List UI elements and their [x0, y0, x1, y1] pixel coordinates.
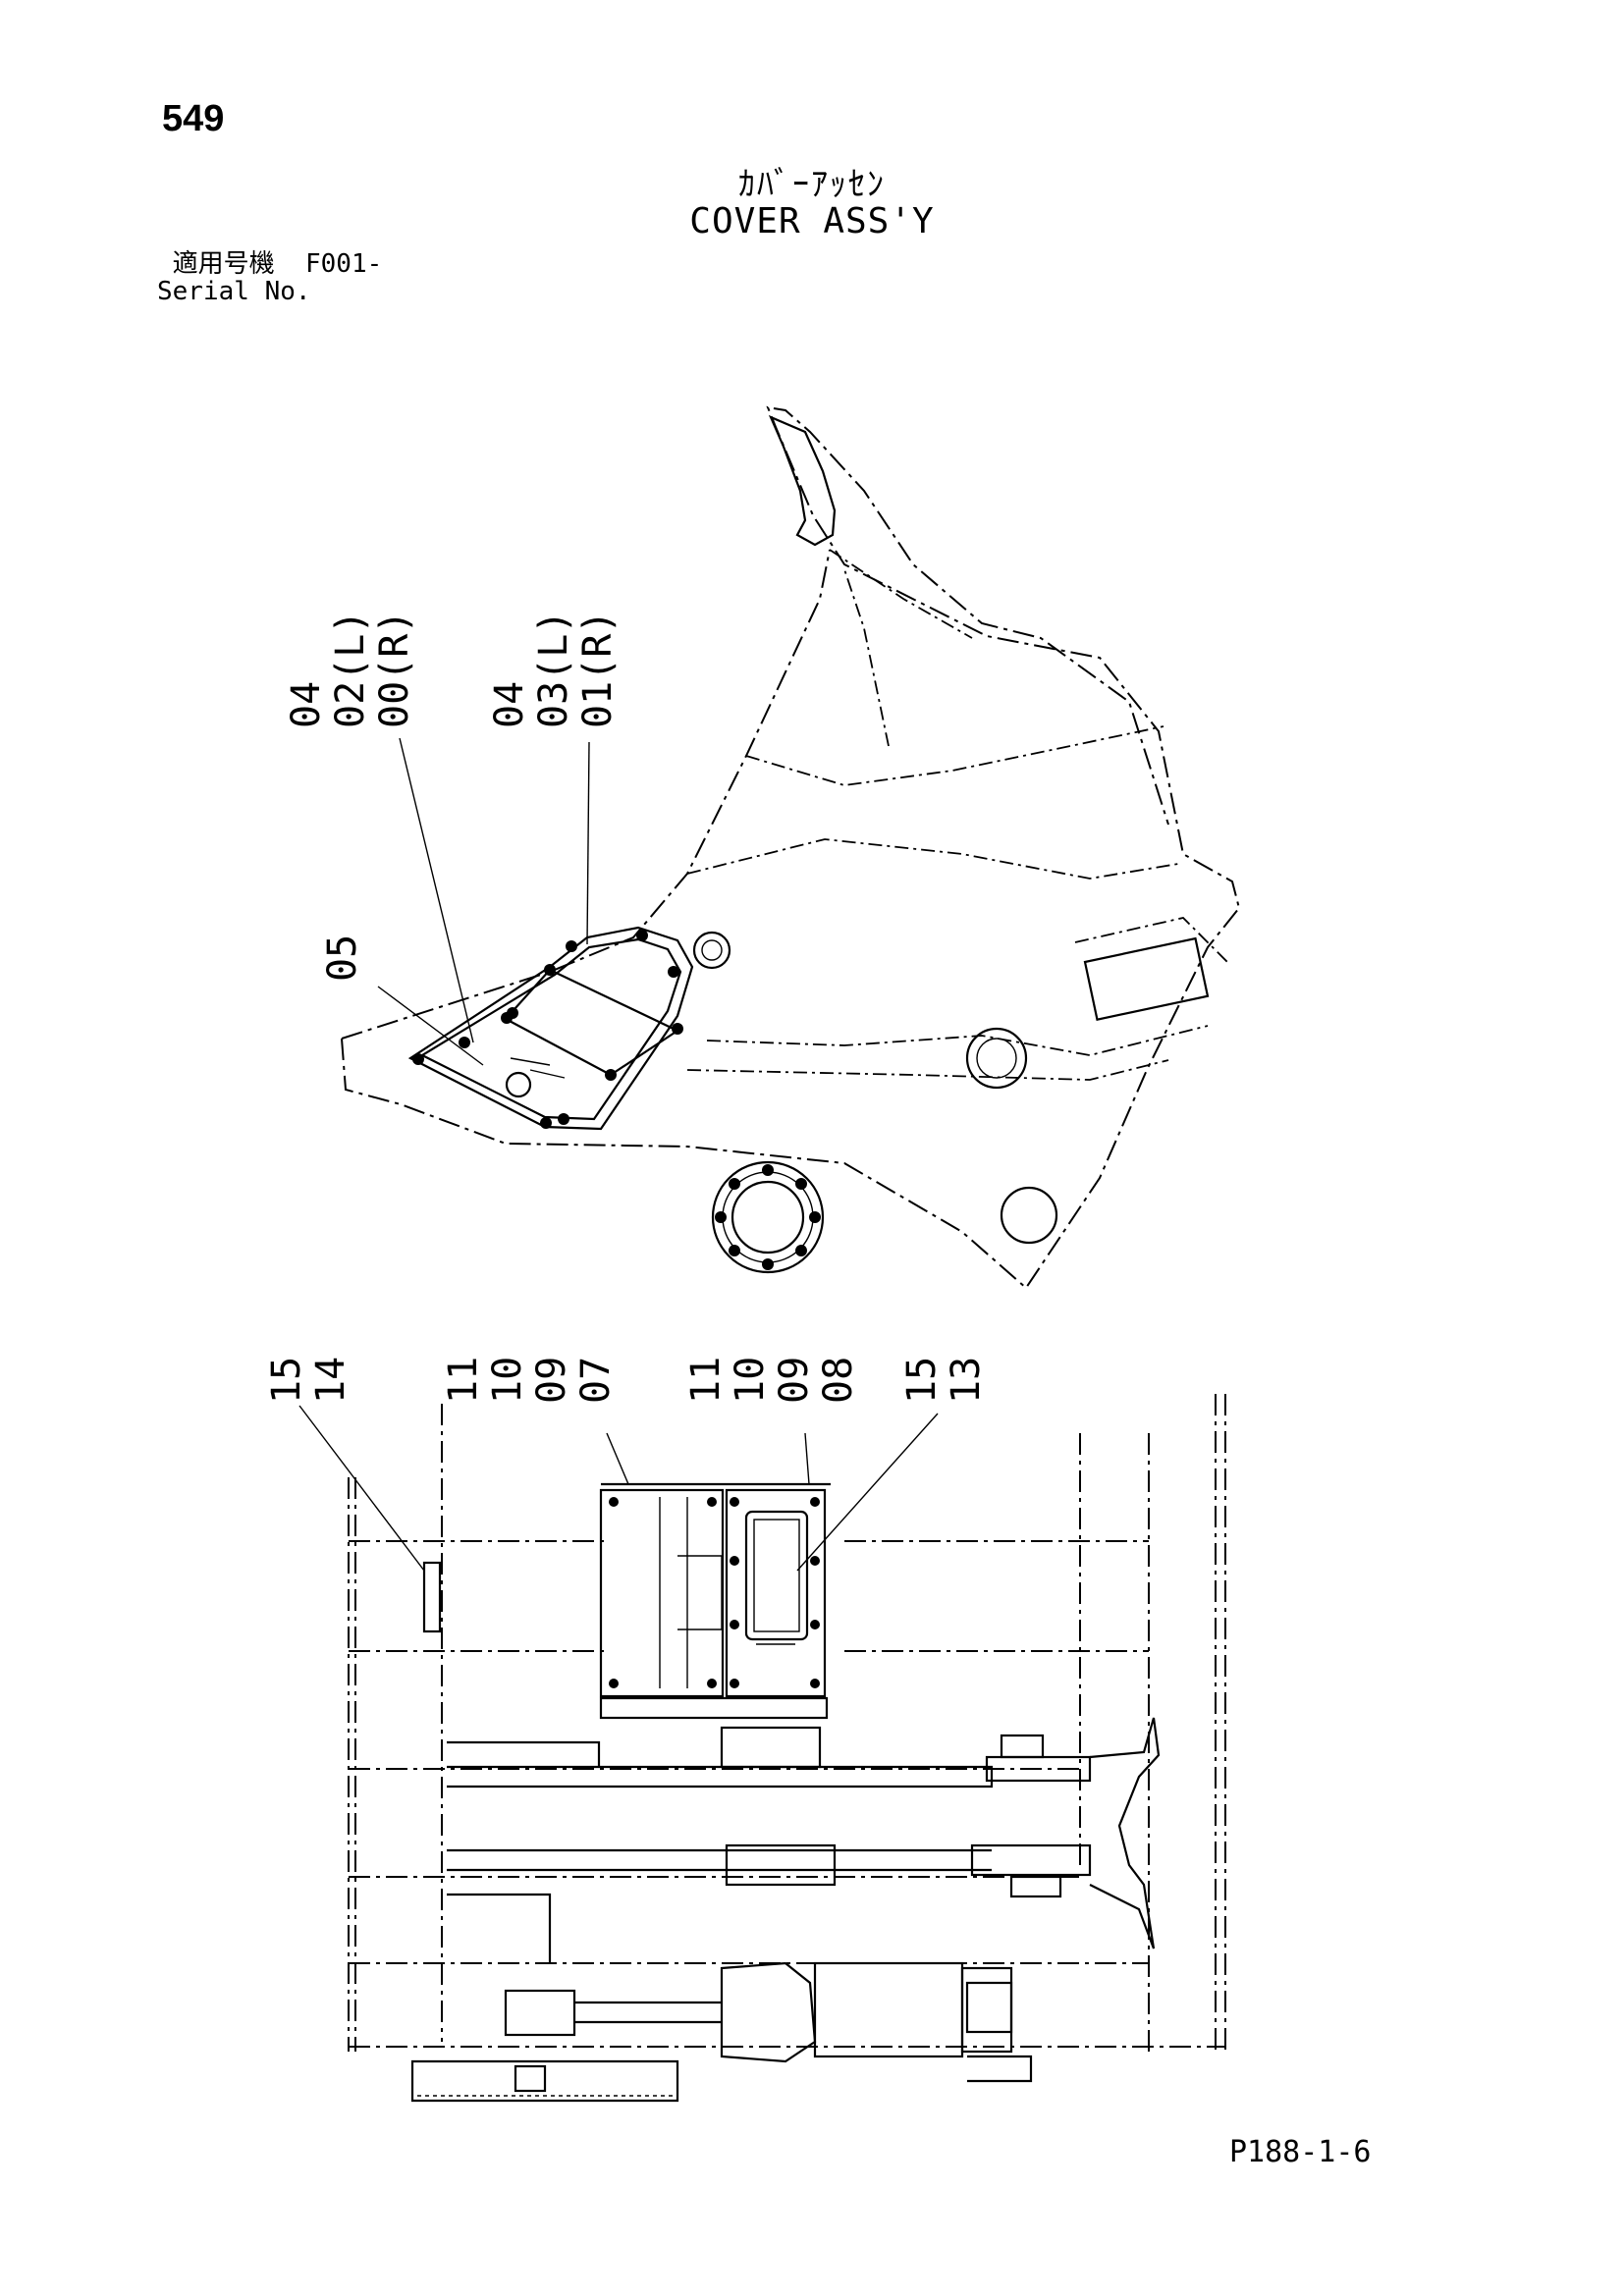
callout-b-1: 04 — [487, 681, 532, 728]
callout-d-1: 11 — [441, 1357, 486, 1404]
callout-c-2: 14 — [308, 1357, 353, 1404]
callout-e-1: 11 — [683, 1357, 729, 1404]
serial-label-jp: 適用号機 — [172, 249, 275, 279]
callout-d-3: 09 — [529, 1357, 574, 1404]
callout-e-3: 09 — [772, 1357, 817, 1404]
title-english: COVER ASS'Y — [689, 201, 935, 241]
serial-row-en: Serial No. — [157, 278, 382, 305]
callout-e-4: 08 — [816, 1357, 861, 1404]
lower-top-view — [298, 1394, 1226, 2103]
callout-e-2: 10 — [728, 1357, 773, 1404]
callout-a-1: 04 — [284, 681, 329, 728]
upper-side-view — [341, 405, 1241, 1290]
reference-code: P188-1-6 — [1229, 2135, 1372, 2169]
serial-block: 適用号機 F001- Serial No. — [157, 250, 382, 305]
callout-b-2: 03(L) — [531, 611, 576, 728]
serial-row-jp: 適用号機 F001- — [157, 249, 383, 279]
serial-value: F001- — [304, 249, 383, 279]
callout-b-3: 01(R) — [575, 611, 621, 728]
callout-d-2: 10 — [485, 1357, 530, 1404]
callout-a-2: 02(L) — [328, 611, 373, 728]
callout-c-1: 15 — [264, 1357, 309, 1404]
callout-single: 05 — [320, 934, 365, 982]
callout-d-4: 07 — [573, 1357, 619, 1404]
serial-label-en: Serial No. — [157, 277, 311, 306]
page-number: 549 — [162, 98, 225, 139]
callout-a-3: 00(R) — [372, 611, 417, 728]
callout-f-1: 15 — [899, 1357, 945, 1404]
title-japanese: ｶﾊﾞｰｱｯｾﾝ — [738, 165, 886, 204]
callout-f-2: 13 — [944, 1357, 989, 1404]
